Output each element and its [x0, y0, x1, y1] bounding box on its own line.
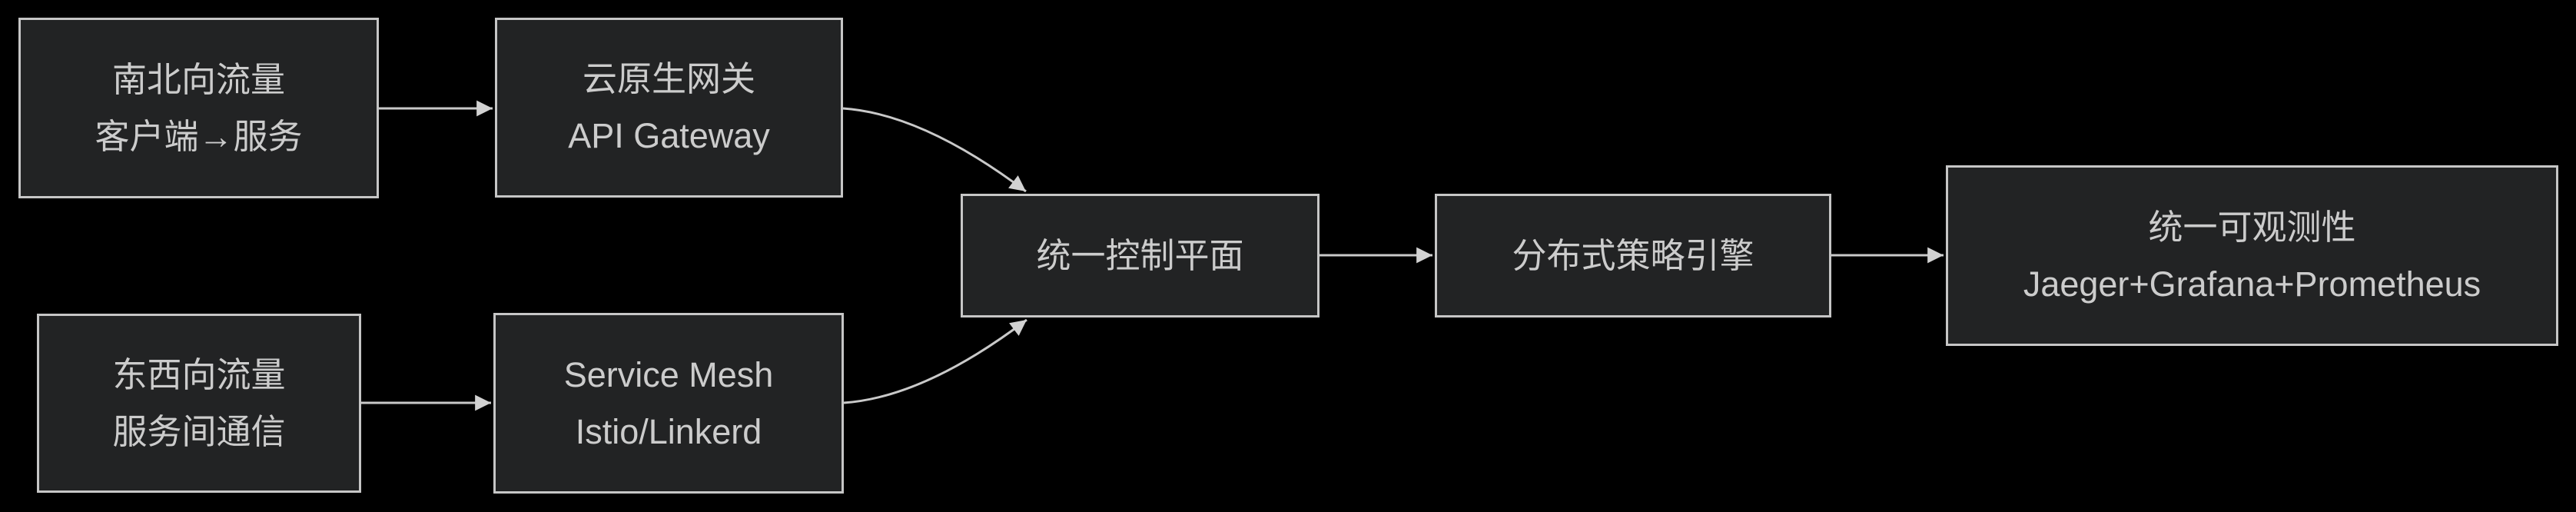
edge-api-gateway-to-control-plane — [842, 107, 1027, 193]
node-label-line: API Gateway — [568, 116, 770, 155]
node-label-line: 南北向流量 — [111, 59, 285, 99]
node-label-line: 统一控制平面 — [1036, 235, 1244, 275]
node-policy-engine: 分布式策略引擎 — [1435, 194, 1831, 318]
node-label-line: 客户端→服务 — [95, 116, 303, 156]
node-observability: 统一可观测性 Jaeger+Grafana+Prometheus — [1946, 165, 2558, 346]
node-east-west-traffic: 东西向流量服务间通信 — [37, 314, 361, 493]
node-label-line: Jaeger+Grafana+Prometheus — [2023, 264, 2481, 304]
node-control-plane: 统一控制平面 — [961, 194, 1320, 318]
node-label-line: Istio/Linkerd — [575, 411, 762, 451]
node-label-line: 云原生网关 — [582, 59, 755, 98]
node-label-line: 统一可观测性 — [2148, 207, 2356, 247]
node-label-line: Service Mesh — [563, 354, 774, 394]
node-label-line: 分布式策略引擎 — [1512, 235, 1754, 275]
node-label-line: 服务间通信 — [112, 411, 286, 451]
node-north-south-traffic: 南北向流量客户端→服务 — [18, 18, 379, 198]
node-label-line: 东西向流量 — [112, 354, 286, 394]
node-api-gateway: 云原生网关 API Gateway — [495, 18, 843, 198]
edge-service-mesh-to-control-plane — [843, 318, 1027, 404]
